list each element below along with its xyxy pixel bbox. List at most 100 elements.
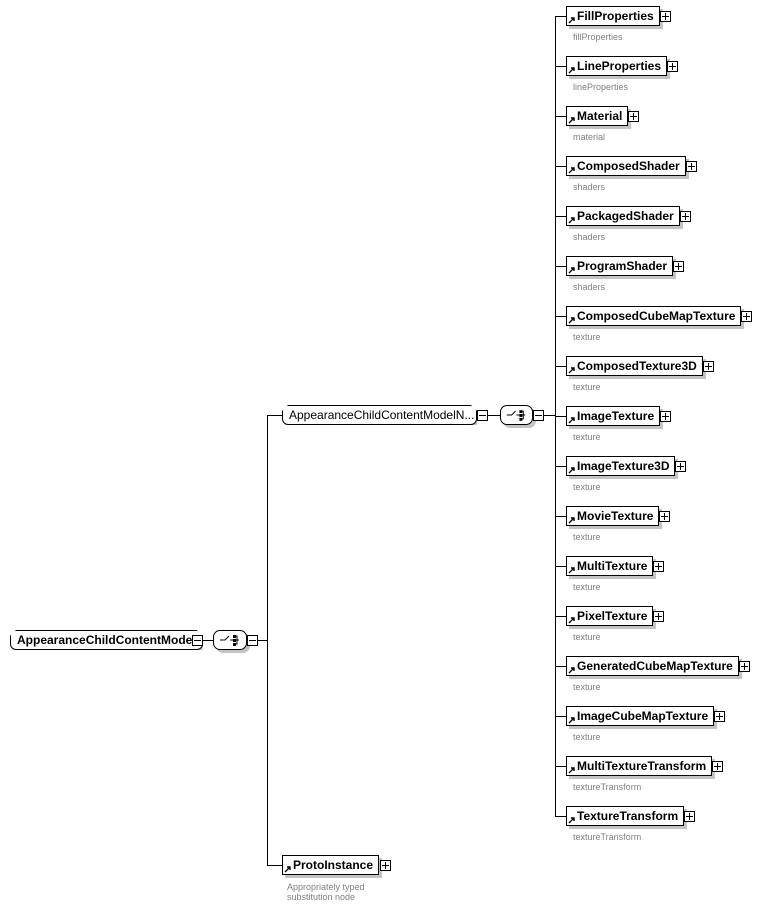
connector: [555, 166, 566, 167]
connector: [555, 66, 566, 67]
expand-element-button[interactable]: [653, 611, 664, 622]
element-annotation: material: [573, 132, 606, 142]
expand-element-button[interactable]: [659, 511, 670, 522]
element-annotation: texture: [573, 482, 601, 492]
expand-element-button[interactable]: [653, 561, 664, 572]
connector: [555, 316, 566, 317]
expand-element-button[interactable]: [739, 661, 750, 672]
connector: [555, 266, 566, 267]
child-element[interactable]: ComposedShader: [566, 156, 686, 176]
child-element[interactable]: ProgramShader: [566, 256, 674, 276]
connector: [267, 415, 282, 416]
reference-arrow-icon: [568, 267, 575, 274]
element-annotation: texture: [573, 382, 601, 392]
expand-element-button[interactable]: [741, 311, 752, 322]
connector: [555, 716, 566, 717]
element-label: PixelTexture: [577, 609, 648, 623]
expand-element-button[interactable]: [703, 361, 714, 372]
element-label: FillProperties: [577, 9, 654, 23]
child-element[interactable]: PackagedShader: [566, 206, 680, 226]
element-label: ComposedCubeMapTexture: [577, 309, 736, 323]
child-element[interactable]: ComposedTexture3D: [566, 356, 703, 376]
child-element[interactable]: FillProperties: [566, 6, 660, 26]
reference-arrow-icon: [568, 617, 575, 624]
expand-element-button[interactable]: [667, 61, 678, 72]
element-label: LineProperties: [577, 59, 662, 73]
child-element[interactable]: PixelTexture: [566, 606, 654, 626]
element-label: ProgramShader: [577, 259, 668, 273]
expand-proto-instance-button[interactable]: [380, 860, 391, 871]
element-label: ImageCubeMapTexture: [577, 709, 709, 723]
reference-arrow-icon: [568, 417, 575, 424]
element-label: GeneratedCubeMapTexture: [577, 659, 733, 673]
expand-element-button[interactable]: [684, 811, 695, 822]
connector: [488, 415, 500, 416]
connector: [555, 666, 566, 667]
reference-arrow-icon: [568, 67, 575, 74]
connector: [555, 766, 566, 767]
connector: [544, 415, 555, 416]
reference-arrow-icon: [284, 866, 291, 873]
expand-element-button[interactable]: [712, 761, 723, 772]
expand-element-button[interactable]: [673, 261, 684, 272]
reference-arrow-icon: [568, 667, 575, 674]
proto-annotation: Appropriately typed substitution node: [287, 882, 365, 902]
element-annotation: shaders: [573, 232, 606, 242]
element-label: Material: [577, 109, 623, 123]
connector: [555, 816, 566, 817]
element-label: ImageTexture: [577, 409, 655, 423]
proto-instance-element[interactable]: ProtoInstance: [282, 855, 380, 875]
reference-arrow-icon: [568, 217, 575, 224]
annotation-line: Appropriately typed: [287, 882, 365, 892]
reference-arrow-icon: [568, 317, 575, 324]
expand-element-button[interactable]: [714, 711, 725, 722]
connector: [203, 640, 213, 641]
connector: [555, 366, 566, 367]
child-element[interactable]: MovieTexture: [566, 506, 660, 526]
content-model-group[interactable]: AppearanceChildContentModelN...: [282, 405, 477, 425]
reference-arrow-icon: [568, 717, 575, 724]
child-element[interactable]: LineProperties: [566, 56, 668, 76]
connector: [555, 16, 566, 17]
child-element[interactable]: MultiTexture: [566, 556, 654, 576]
child-element[interactable]: ImageTexture3D: [566, 456, 676, 476]
expand-element-button[interactable]: [680, 211, 691, 222]
connector: [555, 566, 566, 567]
element-annotation: textureTransform: [573, 782, 642, 792]
element-annotation: lineProperties: [573, 82, 629, 92]
collapse-sequence-button[interactable]: [247, 635, 258, 646]
element-label: MultiTexture: [577, 559, 648, 573]
element-label: MultiTextureTransform: [577, 759, 707, 773]
child-element[interactable]: MultiTextureTransform: [566, 756, 713, 776]
reference-arrow-icon: [568, 517, 575, 524]
expand-element-button[interactable]: [675, 461, 686, 472]
reference-arrow-icon: [568, 117, 575, 124]
child-element[interactable]: ImageTexture: [566, 406, 661, 426]
connector: [555, 466, 566, 467]
child-element[interactable]: GeneratedCubeMapTexture: [566, 656, 739, 676]
expand-element-button[interactable]: [686, 161, 697, 172]
child-element[interactable]: Material: [566, 106, 629, 126]
collapse-group-button[interactable]: [477, 410, 488, 421]
element-annotation: texture: [573, 682, 601, 692]
connector: [267, 865, 282, 866]
element-annotation: texture: [573, 732, 601, 742]
connector: [258, 640, 267, 641]
element-annotation: textureTransform: [573, 832, 642, 842]
child-element[interactable]: TextureTransform: [566, 806, 685, 826]
collapse-sequence-button[interactable]: [533, 410, 544, 421]
element-annotation: texture: [573, 532, 601, 542]
reference-arrow-icon: [568, 167, 575, 174]
child-element[interactable]: ComposedCubeMapTexture: [566, 306, 742, 326]
expand-element-button[interactable]: [628, 111, 639, 122]
element-label: ComposedShader: [577, 159, 680, 173]
child-element[interactable]: ImageCubeMapTexture: [566, 706, 715, 726]
collapse-root-button[interactable]: [192, 635, 203, 646]
reference-arrow-icon: [568, 367, 575, 374]
expand-element-button[interactable]: [660, 11, 671, 22]
expand-element-button[interactable]: [660, 411, 671, 422]
element-annotation: texture: [573, 432, 601, 442]
connector: [267, 415, 268, 866]
root-element-group[interactable]: AppearanceChildContentModel: [10, 630, 203, 650]
element-label: ProtoInstance: [293, 858, 374, 872]
